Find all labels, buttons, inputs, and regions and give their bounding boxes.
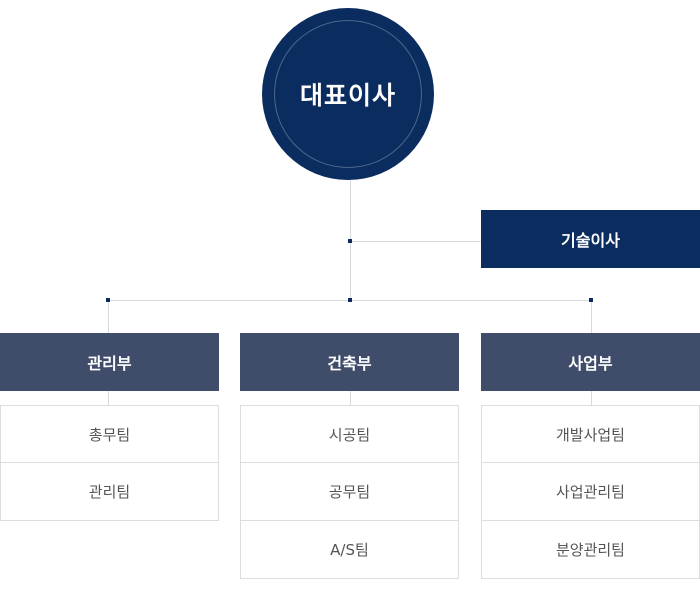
- team-item: 시공팀: [240, 405, 459, 463]
- team-item: 관리팀: [0, 463, 219, 521]
- department-business: 사업부: [481, 333, 700, 391]
- team-item: 개발사업팀: [481, 405, 700, 463]
- team-item: 공무팀: [240, 463, 459, 521]
- cto-node: 기술이사: [481, 210, 700, 268]
- team-item: A/S팀: [240, 521, 459, 579]
- team-item: 사업관리팀: [481, 463, 700, 521]
- team-list-business: 개발사업팀 사업관리팀 분양관리팀: [481, 405, 700, 579]
- junction-dot-right: [589, 298, 593, 302]
- ceo-label: 대표이사: [299, 81, 396, 110]
- dept-connector-right: [591, 300, 592, 333]
- teams-connector-2: [350, 391, 351, 405]
- dept-connector-left: [108, 300, 109, 333]
- department-construction: 건축부: [240, 333, 459, 391]
- team-list-management: 총무팀 관리팀: [0, 405, 219, 521]
- teams-connector-3: [591, 391, 592, 405]
- junction-dot-center: [348, 298, 352, 302]
- teams-connector-1: [108, 391, 109, 405]
- junction-dot-cto: [348, 239, 352, 243]
- junction-dot-left: [106, 298, 110, 302]
- team-item: 총무팀: [0, 405, 219, 463]
- ceo-node: 대표이사: [262, 8, 434, 180]
- team-item: 분양관리팀: [481, 521, 700, 579]
- cto-horizontal-connector: [350, 241, 481, 242]
- department-management: 관리부: [0, 333, 219, 391]
- team-list-construction: 시공팀 공무팀 A/S팀: [240, 405, 459, 579]
- ceo-inner-ring: [274, 20, 422, 168]
